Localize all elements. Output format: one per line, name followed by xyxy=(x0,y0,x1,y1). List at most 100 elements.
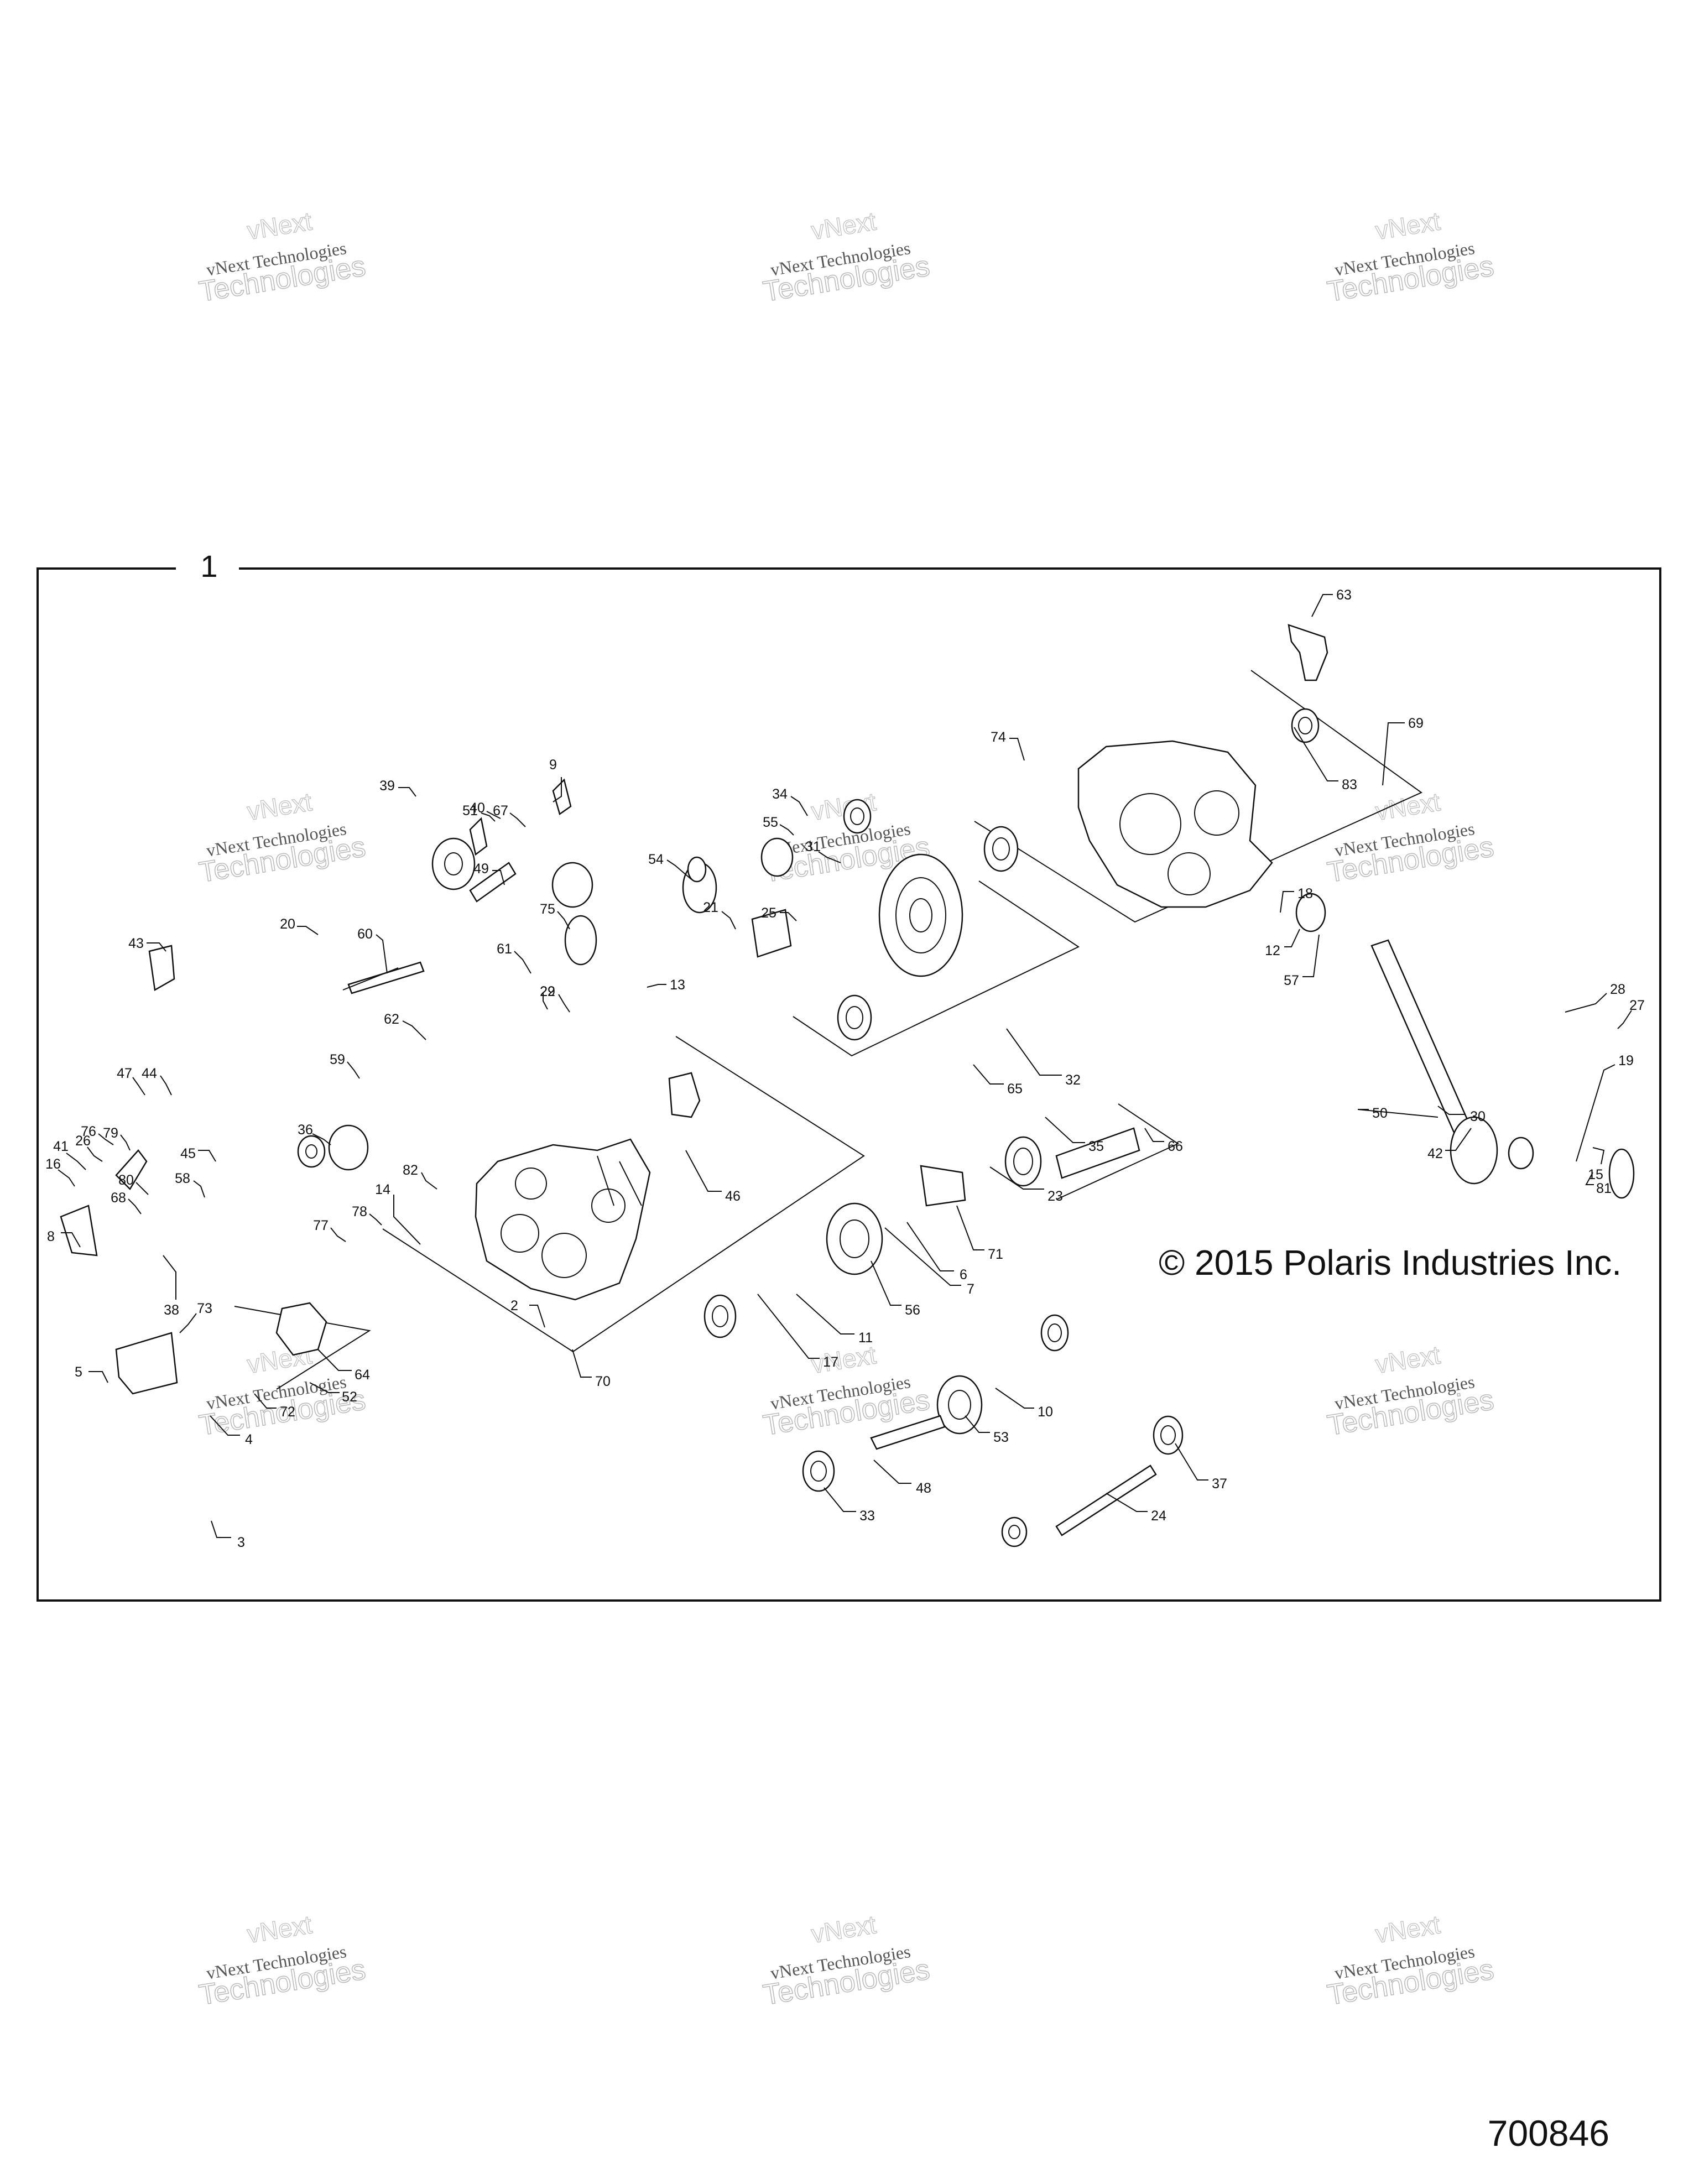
callout-leader xyxy=(393,1195,421,1245)
callout-50: 50 xyxy=(1372,1106,1388,1121)
callout-leader xyxy=(989,1166,1044,1190)
callout-43: 43 xyxy=(128,936,144,951)
callout-42: 42 xyxy=(1427,1146,1443,1161)
callout-23: 23 xyxy=(1047,1189,1063,1204)
assembly-frame xyxy=(37,567,1661,1602)
callout-81: 81 xyxy=(1596,1181,1612,1196)
callout-leader xyxy=(120,1134,131,1151)
callout-leader xyxy=(1006,1028,1062,1076)
callout-leader xyxy=(369,1213,382,1226)
callout-30: 30 xyxy=(1470,1109,1486,1124)
callout-leader xyxy=(179,1313,197,1333)
callout-leader xyxy=(790,796,808,816)
callout-76: 76 xyxy=(81,1124,96,1139)
callout-leader xyxy=(163,1255,176,1300)
callout-leader xyxy=(514,951,531,974)
watermark-back: vNext xyxy=(245,206,314,245)
callout-leader xyxy=(965,1415,990,1433)
callout-leader xyxy=(666,859,692,880)
callout-leader xyxy=(1294,727,1338,781)
callout-leader xyxy=(757,1294,820,1359)
callout-8: 8 xyxy=(47,1229,55,1244)
callout-leader xyxy=(132,1077,145,1096)
watermark-back: vNext xyxy=(1373,787,1442,826)
callout-leader xyxy=(87,1146,103,1162)
callout-leader xyxy=(309,1382,340,1393)
callout-65: 65 xyxy=(1007,1081,1023,1097)
watermark-back: vNext xyxy=(809,206,878,245)
callout-79: 79 xyxy=(103,1125,118,1141)
callout-leader xyxy=(1382,722,1405,786)
callout-52: 52 xyxy=(342,1389,357,1405)
callout-leader xyxy=(685,1150,722,1192)
callout-27: 27 xyxy=(1629,998,1645,1013)
callout-11: 11 xyxy=(858,1330,873,1346)
callout-leader xyxy=(1009,738,1025,761)
callout-70: 70 xyxy=(595,1374,611,1389)
callout-59: 59 xyxy=(330,1052,345,1067)
callout-leader xyxy=(58,1169,75,1187)
callout-leader xyxy=(543,993,548,1010)
callout-leader xyxy=(88,1371,108,1383)
callout-77: 77 xyxy=(313,1218,329,1233)
callout-64: 64 xyxy=(355,1367,370,1383)
callout-leader xyxy=(572,1349,592,1378)
callout-73: 73 xyxy=(197,1301,212,1316)
assembly-callout: 1 xyxy=(200,549,217,583)
callout-leader xyxy=(647,984,666,988)
callout-54: 54 xyxy=(648,852,664,867)
callout-74: 74 xyxy=(991,729,1006,745)
callout-leader xyxy=(558,994,570,1013)
callout-leader xyxy=(211,1520,231,1538)
callout-leader xyxy=(871,1260,901,1306)
callout-leader xyxy=(492,870,505,885)
callout-leader xyxy=(317,1349,352,1371)
drawing-number: 700846 xyxy=(1488,2113,1609,2154)
watermark-back: vNext xyxy=(1373,206,1442,245)
callout-45: 45 xyxy=(180,1146,196,1161)
callout-leader xyxy=(481,812,496,822)
callout-leader xyxy=(347,1061,360,1079)
callout-leader xyxy=(398,787,416,797)
callout-leader xyxy=(553,777,562,802)
callout-44: 44 xyxy=(142,1066,157,1081)
watermark-back: vNext xyxy=(245,787,314,826)
callout-63: 63 xyxy=(1336,587,1352,603)
callout-2: 2 xyxy=(510,1298,518,1313)
callout-leader xyxy=(297,926,319,935)
watermark-back: vNext xyxy=(809,1910,878,1948)
callout-leader xyxy=(956,1205,984,1250)
callout-leader xyxy=(98,1133,114,1145)
callout-34: 34 xyxy=(772,786,788,802)
callout-leader xyxy=(486,811,501,819)
callout-26: 26 xyxy=(75,1133,91,1149)
callout-75: 75 xyxy=(540,901,555,917)
watermark-back: vNext xyxy=(1373,1910,1442,1948)
callout-leader xyxy=(210,1415,240,1436)
callout-5: 5 xyxy=(75,1364,82,1380)
callout-10: 10 xyxy=(1038,1404,1053,1420)
callout-leader xyxy=(61,1232,81,1248)
callout-82: 82 xyxy=(403,1163,418,1178)
callout-25: 25 xyxy=(761,905,776,921)
callout-leader xyxy=(160,1075,172,1096)
callout-13: 13 xyxy=(670,977,685,993)
callout-leader xyxy=(873,1460,911,1484)
callout-leader xyxy=(198,1150,216,1162)
callout-leader xyxy=(312,1133,331,1145)
callout-57: 57 xyxy=(1284,973,1299,988)
callout-31: 31 xyxy=(805,839,821,854)
callout-leader xyxy=(884,1227,961,1286)
callout-6: 6 xyxy=(960,1267,967,1283)
callout-leader xyxy=(128,1198,142,1215)
callout-leader xyxy=(376,934,388,974)
callout-39: 39 xyxy=(379,778,395,794)
callout-leader xyxy=(1592,1147,1605,1165)
